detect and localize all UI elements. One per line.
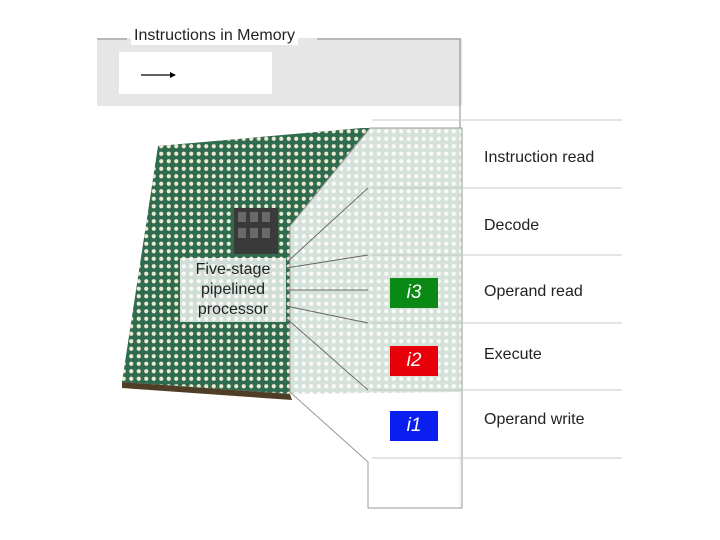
stage-execute: Execute — [484, 346, 542, 363]
memory-window — [119, 52, 272, 94]
stage-instruction-read: Instruction read — [484, 149, 595, 166]
stage-decode: Decode — [484, 217, 540, 234]
processor-label-line: pipelined — [200, 281, 266, 298]
processor-label-line: Five-stage — [195, 261, 271, 278]
instruction-i2: i2 — [390, 346, 438, 376]
memory-arrow-head — [170, 72, 176, 78]
instruction-i3: i3 — [390, 278, 438, 308]
processor-connectors — [285, 187, 369, 391]
stage-operand-read: Operand read — [484, 283, 583, 300]
stage-dividers — [372, 119, 622, 459]
magnified-callout-outline — [289, 127, 463, 509]
instruction-i1: i1 — [390, 411, 438, 441]
processor-label-line: processor — [197, 301, 269, 318]
stage-operand-write: Operand write — [484, 411, 585, 428]
memory-title: Instructions in Memory — [131, 27, 298, 45]
processor-label: Five-stage pipelined processor — [180, 258, 286, 322]
